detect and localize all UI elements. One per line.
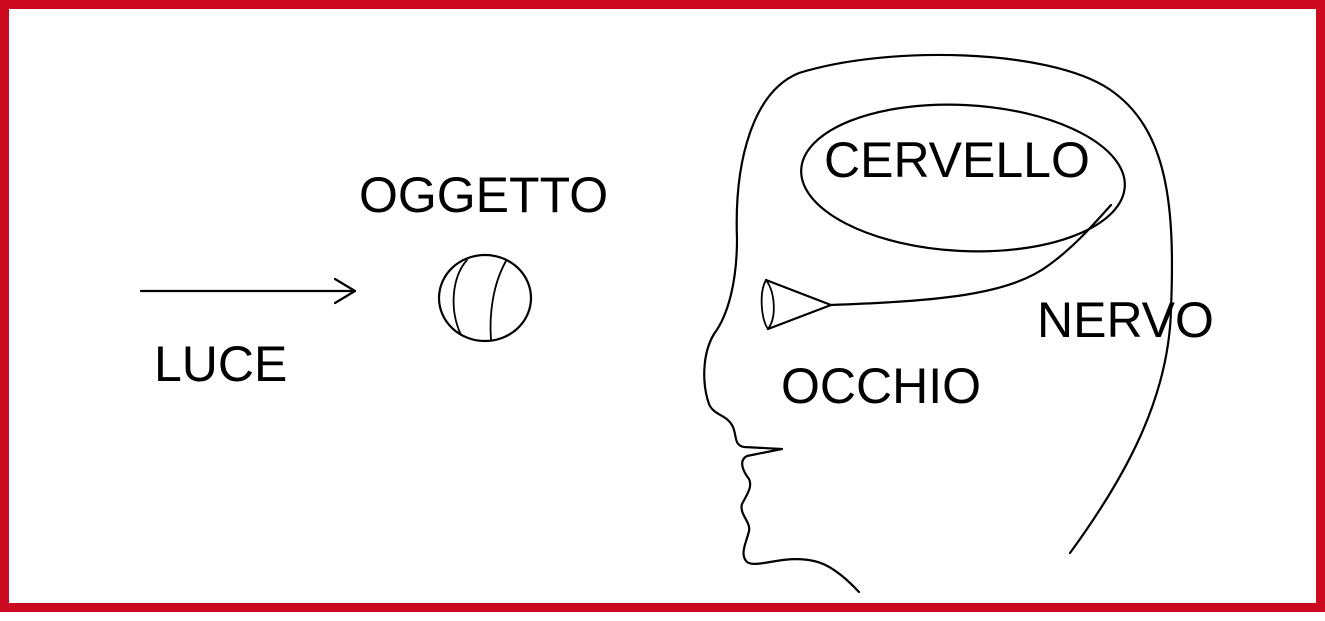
label-light: LUCE bbox=[154, 336, 287, 392]
light-arrow bbox=[139, 277, 357, 305]
label-nerve: NERVO bbox=[1037, 292, 1214, 348]
head-outline bbox=[703, 53, 1174, 594]
label-brain: CERVELLO bbox=[824, 132, 1090, 188]
label-object: OGGETTO bbox=[359, 167, 608, 223]
eye-cone bbox=[760, 278, 833, 331]
label-eye: OCCHIO bbox=[781, 358, 981, 414]
object-ball bbox=[437, 253, 533, 343]
vision-diagram: LUCE OGGETTO CERVELLO NERVO OCCHIO bbox=[139, 53, 1214, 594]
brain-ellipse bbox=[800, 103, 1126, 253]
optic-nerve bbox=[829, 203, 1113, 307]
